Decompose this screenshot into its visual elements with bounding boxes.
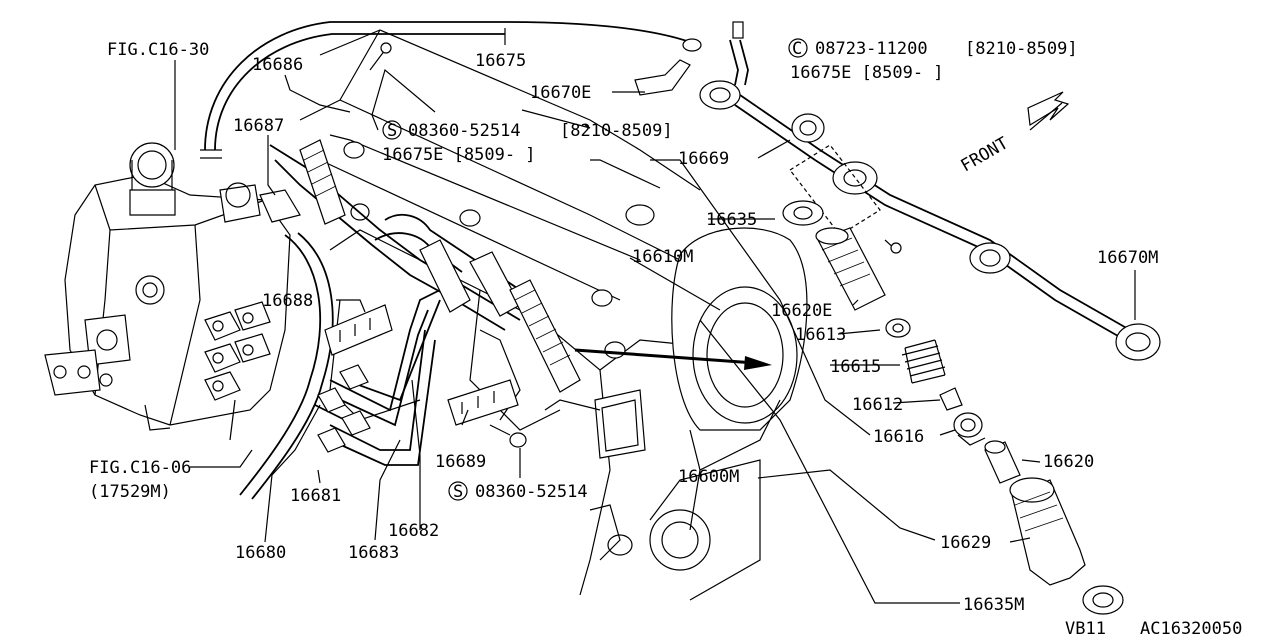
label-16610m: 16610M — [632, 247, 693, 267]
label-08360-52514-top-range: [8210-8509] — [560, 121, 673, 141]
label-16680: 16680 — [235, 543, 286, 563]
label-16675e-mid: 16675E [8509- ] — [382, 145, 536, 165]
leader-lines — [174, 28, 1136, 604]
circle-c-letter: C — [792, 39, 802, 59]
return-hose — [239, 234, 321, 496]
leak-off-hose — [204, 21, 691, 151]
nozzle-exploded-drawing — [634, 21, 1161, 615]
label-16615: 16615 — [830, 357, 881, 377]
front-direction-indicator — [1027, 91, 1070, 131]
label-16616: 16616 — [873, 427, 924, 447]
engine-head-drawing — [299, 29, 761, 601]
label-front: FRONT — [958, 133, 1012, 176]
label-16613: 16613 — [795, 325, 846, 345]
circle-c-symbol — [788, 38, 808, 58]
clamp-16688-drawing — [324, 304, 393, 356]
assembly-arrow — [574, 348, 772, 370]
circle-s-symbol-top — [382, 120, 402, 140]
label-16670e: 16670E — [530, 83, 591, 103]
label-16688: 16688 — [262, 291, 313, 311]
label-08723-11200-range: [8210-8509] — [965, 39, 1078, 59]
injection-pipes-drawing — [269, 139, 581, 466]
label-16620e: 16620E — [771, 301, 832, 321]
label-16635m: 16635M — [963, 595, 1024, 615]
label-08360-52514-bottom: 08360-52514 — [475, 482, 588, 502]
label-16686: 16686 — [252, 55, 303, 75]
label-16612: 16612 — [852, 395, 903, 415]
label-16669: 16669 — [678, 149, 729, 169]
label-16681: 16681 — [290, 486, 341, 506]
bolt-drawing — [489, 424, 511, 436]
label-16600m: 16600M — [678, 467, 739, 487]
label-16629: 16629 — [940, 533, 991, 553]
label-16689: 16689 — [435, 452, 486, 472]
label-16682: 16682 — [388, 521, 439, 541]
circle-s-letter-top: S — [387, 121, 397, 141]
injection-pump-drawing — [44, 142, 301, 441]
label-fig-c16-30: FIG.C16-30 — [107, 40, 209, 60]
label-fig-c16-06: FIG.C16-06 — [89, 458, 191, 478]
label-16687: 16687 — [233, 116, 284, 136]
footer-figure-code: AC16320050 — [1140, 619, 1242, 638]
label-16675e-top: 16675E [8509- ] — [790, 63, 944, 83]
label-16635: 16635 — [706, 210, 757, 230]
clamp-16689-drawing — [447, 379, 519, 426]
label-08723-11200: 08723-11200 — [815, 39, 928, 59]
label-08360-52514-top: 08360-52514 — [408, 121, 521, 141]
label-16620: 16620 — [1043, 452, 1094, 472]
footer-model-code: VB11 — [1065, 619, 1106, 638]
circle-s-symbol-bottom — [448, 481, 468, 501]
label-16675: 16675 — [475, 51, 526, 71]
label-16670m: 16670M — [1097, 248, 1158, 268]
circle-s-letter-bottom: S — [453, 482, 463, 502]
label-16683: 16683 — [348, 543, 399, 563]
timing-cover-drawing — [671, 227, 808, 531]
label-fig-c16-06-sub: (17529M) — [89, 482, 171, 502]
